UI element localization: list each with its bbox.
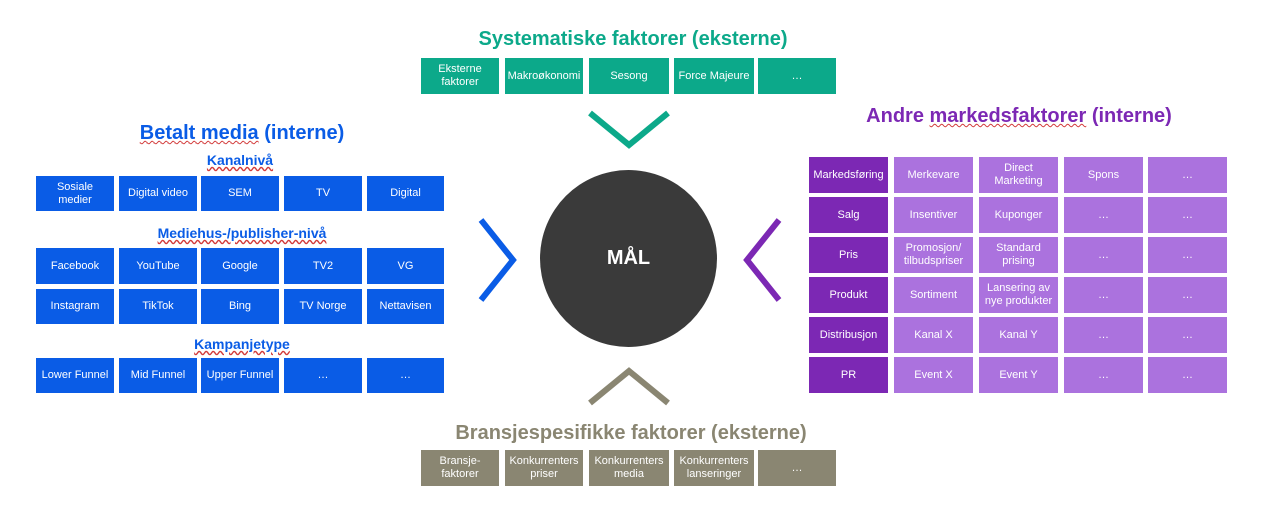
industry-box: Konkurrenters lanseringer [674, 450, 754, 486]
goal-circle: MÅL [540, 170, 717, 347]
channel-level-label: Kanalnivå [206, 152, 274, 168]
campaign-box: Mid Funnel [119, 358, 197, 393]
industry-box: Konkurrenters priser [505, 450, 583, 486]
market-factor-box: Event Y [979, 357, 1058, 393]
market-factor-box: Kanal X [894, 317, 973, 353]
market-factor-box: … [1064, 277, 1143, 313]
market-title-suffix: (interne) [1086, 105, 1172, 127]
systematic-box: Sesong [589, 58, 669, 94]
channel-box: TV [284, 176, 362, 211]
paid-media-title-suffix: (interne) [258, 122, 345, 144]
market-category-box: Salg [809, 197, 888, 233]
market-factor-box: Sortiment [894, 277, 973, 313]
chevron-left-arrow [743, 218, 782, 302]
industry-box: … [758, 450, 836, 486]
campaign-type-label: Kampanjetype [194, 336, 290, 352]
market-category-box: Distribusjon [809, 317, 888, 353]
campaign-box: … [367, 358, 444, 393]
chevron-down-arrow [588, 110, 670, 149]
publisher-level-label: Mediehus-/publisher-nivå [157, 225, 327, 241]
systematic-box: Eksterne faktorer [421, 58, 499, 94]
market-factor-box: … [1064, 317, 1143, 353]
market-factor-box: … [1148, 357, 1227, 393]
paid-media-title-main: Betalt media [139, 122, 259, 144]
market-title-prefix: Andre [866, 105, 930, 127]
publisher-box: TV2 [284, 248, 362, 284]
market-factors-title: Andre markedsfaktorer (interne) [866, 105, 1172, 128]
market-factor-box: Standard prising [979, 237, 1058, 273]
channel-box: Sosiale medier [36, 176, 114, 211]
market-factor-box: Lansering av nye produkter [979, 277, 1058, 313]
systematic-box: Force Majeure [674, 58, 754, 94]
market-factor-box: … [1148, 277, 1227, 313]
campaign-box: Upper Funnel [201, 358, 279, 393]
market-factor-box: … [1148, 237, 1227, 273]
market-category-box: Markedsføring [809, 157, 888, 193]
publisher-box: VG [367, 248, 444, 284]
publisher-box: TikTok [119, 289, 197, 324]
channel-box: SEM [201, 176, 279, 211]
market-factor-box: Event X [894, 357, 973, 393]
channel-box: Digital video [119, 176, 197, 211]
campaign-box: … [284, 358, 362, 393]
market-factor-box: Kanal Y [979, 317, 1058, 353]
market-category-box: Produkt [809, 277, 888, 313]
publisher-box: Google [201, 248, 279, 284]
publisher-box: Instagram [36, 289, 114, 324]
industry-box: Konkurrenters media [589, 450, 669, 486]
market-factor-box: … [1148, 197, 1227, 233]
chevron-right-arrow [478, 218, 517, 302]
publisher-box: Nettavisen [367, 289, 444, 324]
market-factor-box: Merkevare [894, 157, 973, 193]
channel-box: Digital [367, 176, 444, 211]
publisher-box: TV Norge [284, 289, 362, 324]
market-factor-box: Direct Marketing [979, 157, 1058, 193]
publisher-box: Bing [201, 289, 279, 324]
market-factor-box: Promosjon/ tilbudspriser [894, 237, 973, 273]
market-category-box: PR [809, 357, 888, 393]
systematic-title: Systematiske faktorer (eksterne) [478, 28, 788, 50]
market-factor-box: … [1064, 237, 1143, 273]
market-factor-box: Kuponger [979, 197, 1058, 233]
industry-title: Bransjespesifikke faktorer (eksterne) [455, 422, 807, 444]
systematic-box: Makroøkonomi [505, 58, 583, 94]
market-title-main: markedsfaktorer [929, 105, 1087, 127]
industry-box: Bransje-faktorer [421, 450, 499, 486]
market-factor-box: … [1064, 357, 1143, 393]
paid-media-title: Betalt media (interne) [140, 122, 345, 145]
publisher-box: Facebook [36, 248, 114, 284]
chevron-up-arrow [588, 367, 670, 406]
goal-label: MÅL [606, 247, 651, 269]
market-factor-box: … [1148, 317, 1227, 353]
systematic-box: … [758, 58, 836, 94]
market-factor-box: … [1064, 197, 1143, 233]
market-factor-box: Insentiver [894, 197, 973, 233]
market-factor-box: … [1148, 157, 1227, 193]
market-category-box: Pris [809, 237, 888, 273]
campaign-box: Lower Funnel [36, 358, 114, 393]
market-factor-box: Spons [1064, 157, 1143, 193]
publisher-box: YouTube [119, 248, 197, 284]
